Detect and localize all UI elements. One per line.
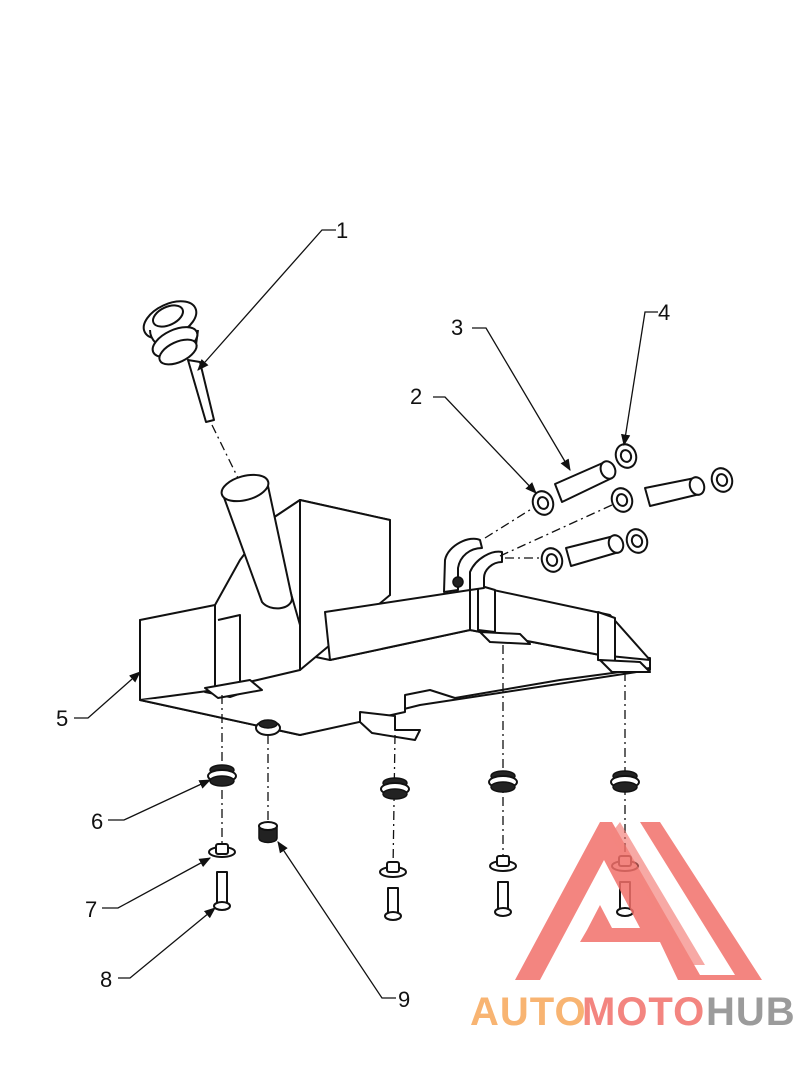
hose-clamp-lower-right	[625, 528, 649, 554]
callout-labels: 1 2 3 4 5 6 7 8 9	[56, 218, 670, 1012]
hose-upper	[554, 460, 617, 503]
watermark-logo: AUTO MOTO HUB	[470, 822, 796, 1034]
drain-plug-seat	[255, 719, 281, 736]
hose-middle	[644, 476, 706, 507]
mount-stack-3	[488, 770, 518, 917]
callout-4: 4	[658, 300, 670, 325]
callout-3: 3	[451, 315, 463, 340]
drain-plug	[258, 821, 278, 844]
hose-clamp-middle-left	[610, 487, 634, 513]
callout-7: 7	[85, 897, 97, 922]
leader-lines	[74, 229, 658, 999]
tank-body	[139, 473, 651, 741]
watermark-text-auto: AUTO	[470, 990, 587, 1034]
callout-5: 5	[56, 706, 68, 731]
hose-clamp-upper-right	[614, 443, 638, 469]
hose-clamp-middle-right	[710, 467, 734, 493]
hose-clamp-lower-left	[540, 547, 564, 573]
hose-clamp-upper-left	[531, 490, 555, 516]
callout-1: 1	[336, 218, 348, 243]
hose-lower	[565, 534, 625, 567]
callout-6: 6	[91, 809, 103, 834]
callout-2: 2	[410, 384, 422, 409]
callout-9: 9	[398, 987, 410, 1012]
watermark-text-hub: HUB	[706, 990, 796, 1034]
filler-cap-dipstick	[142, 300, 215, 423]
mount-stack-2	[379, 777, 410, 921]
watermark-triangle-icon	[515, 822, 762, 980]
watermark-text-moto: MOTO	[582, 990, 705, 1034]
mount-stack-1	[207, 764, 237, 911]
callout-8: 8	[100, 967, 112, 992]
